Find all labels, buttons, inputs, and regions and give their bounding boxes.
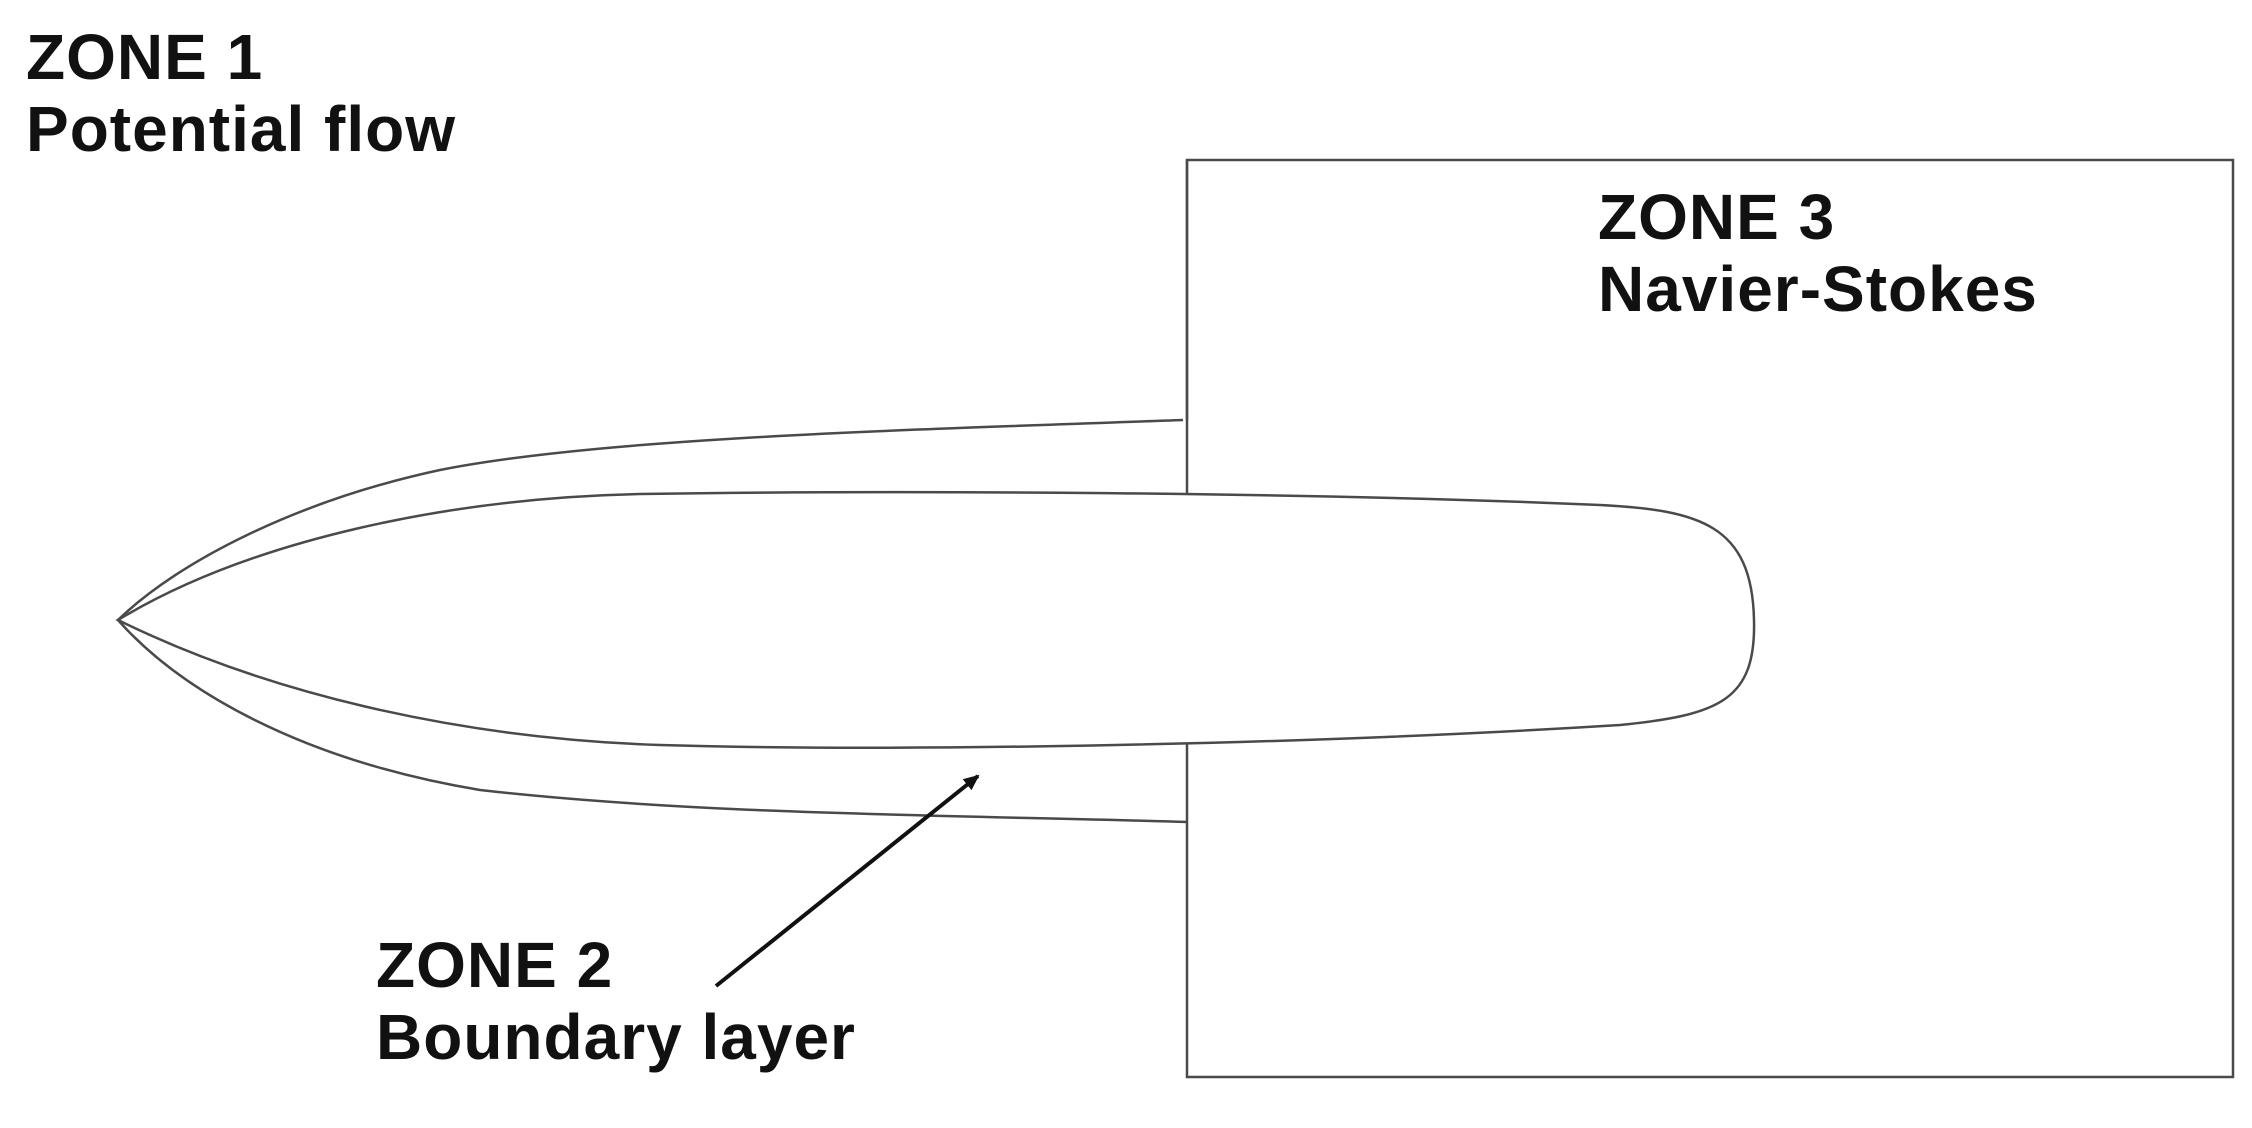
zone1-title: ZONE 1 xyxy=(26,21,264,93)
zone2-label: ZONE 2 Boundary layer xyxy=(376,929,856,1073)
zone2-arrow xyxy=(714,774,980,988)
zone3-subtitle: Navier-Stokes xyxy=(1598,252,2038,325)
zone1-label: ZONE 1 Potential flow xyxy=(26,21,456,165)
zone2-title: ZONE 2 xyxy=(376,929,614,1001)
body-outline xyxy=(115,490,1756,749)
zone3-title: ZONE 3 xyxy=(1598,181,1836,253)
zone2-subtitle: Boundary layer xyxy=(376,1000,856,1073)
zone1-subtitle: Potential flow xyxy=(26,92,456,165)
zone3-label: ZONE 3 Navier-Stokes xyxy=(1598,181,2038,325)
